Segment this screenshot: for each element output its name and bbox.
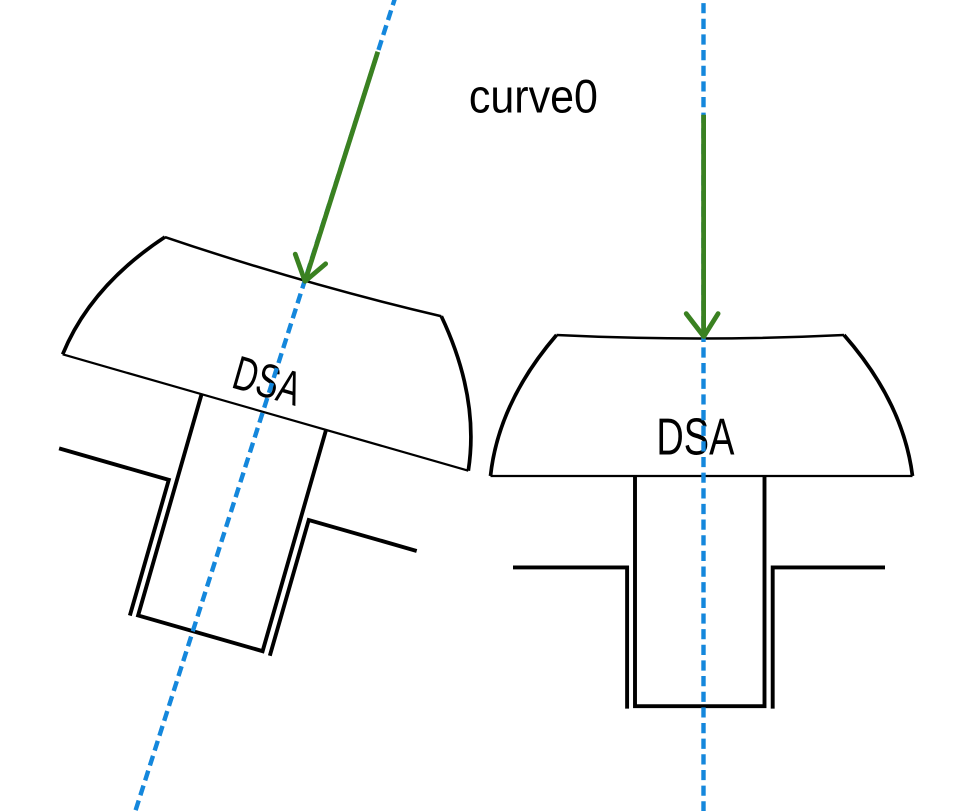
svg-text:DSA: DSA [656, 409, 734, 467]
svg-text:curve0: curve0 [469, 70, 598, 123]
